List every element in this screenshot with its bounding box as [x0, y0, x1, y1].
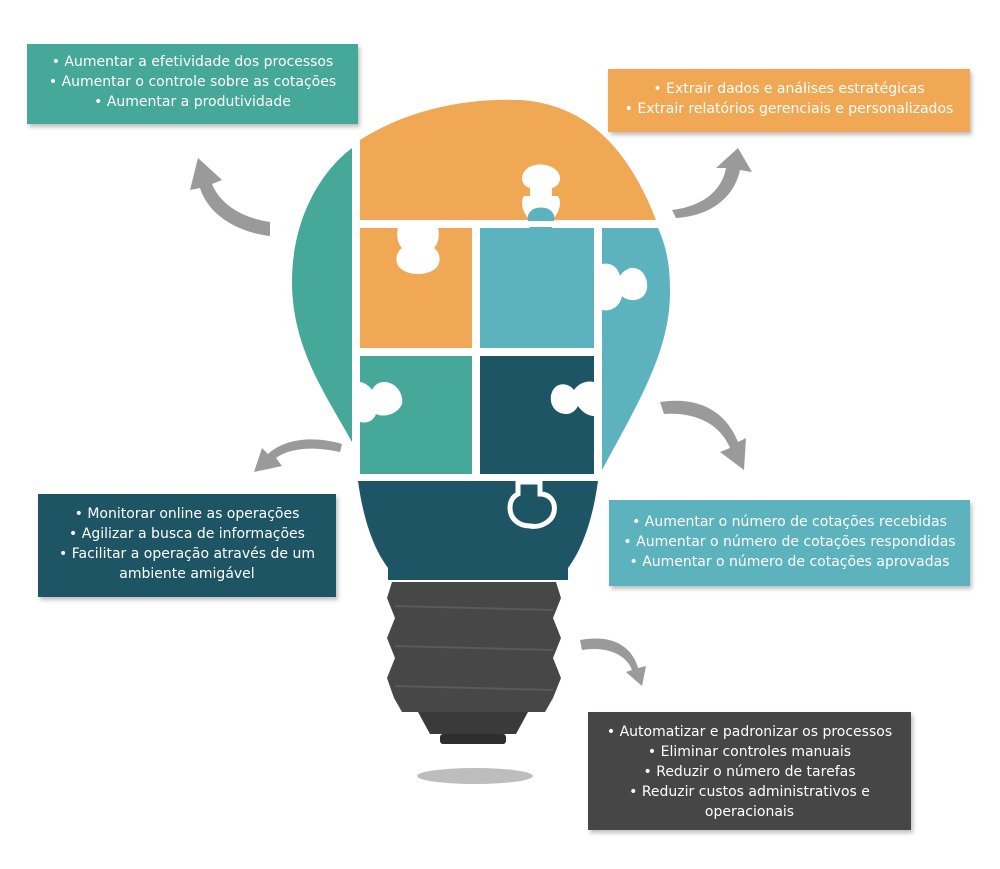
puzzle-bottom-knob [507, 479, 557, 529]
bulb-left-segment [292, 148, 352, 442]
bulb-neck [358, 481, 598, 580]
bullet-item: Eliminar controles manuais [596, 742, 903, 762]
bullet-item: Agilizar a busca de informações [46, 524, 328, 544]
puzzle-piece-dark-teal [480, 356, 594, 474]
bullet-item: Aumentar a produtividade [35, 92, 350, 112]
benefits-box-middle-right: Aumentar o número de cotações recebidas … [609, 500, 970, 586]
bullet-item: Extrair relatórios gerenciais e personal… [616, 99, 962, 119]
bullet-item: Aumentar o número de cotações respondida… [617, 532, 962, 552]
puzzle-dividers [353, 146, 658, 481]
bullet-item: Aumentar o número de cotações aprovadas [617, 552, 962, 572]
puzzle-piece-orange [360, 228, 472, 348]
benefits-box-middle-left: Monitorar online as operações Agilizar a… [38, 494, 336, 597]
benefits-box-bottom-right: Automatizar e padronizar os processos El… [588, 712, 911, 830]
bullet-item-continuation: ambiente amigável [119, 566, 255, 582]
bullet-item: Monitorar online as operações [46, 504, 328, 524]
benefits-box-top-left: Aumentar a efetividade dos processos Aum… [27, 44, 358, 124]
arrow-top-left [190, 158, 270, 236]
bullet-item: Aumentar o controle sobre as cotações [35, 72, 350, 92]
bulb-shadow [417, 768, 533, 784]
arrow-middle-left [254, 439, 342, 472]
bullet-item: Facilitar a operação através de um [46, 544, 328, 564]
bullet-item: Reduzir o número de tarefas [596, 762, 903, 782]
arrow-bottom-right [580, 638, 646, 686]
bullet-item: Extrair dados e análises estratégicas [616, 79, 962, 99]
bullet-item: Automatizar e padronizar os processos [596, 722, 903, 742]
bullet-item: Aumentar o número de cotações recebidas [617, 512, 962, 532]
bullet-item-continuation: operacionais [704, 804, 795, 820]
bulb-right-segment [602, 228, 670, 470]
puzzle-piece-light-blue-center [480, 207, 594, 348]
bulb-top-segment [360, 99, 656, 220]
puzzle-piece-teal [360, 356, 472, 474]
bulb-screw-base [387, 582, 561, 744]
benefits-box-top-right: Extrair dados e análises estratégicas Ex… [608, 69, 970, 132]
arrow-middle-right [660, 400, 746, 470]
bullet-item: Reduzir custos administrativos e [596, 782, 903, 802]
bullet-item: Aumentar a efetividade dos processos [35, 52, 350, 72]
arrow-top-right [672, 148, 752, 218]
